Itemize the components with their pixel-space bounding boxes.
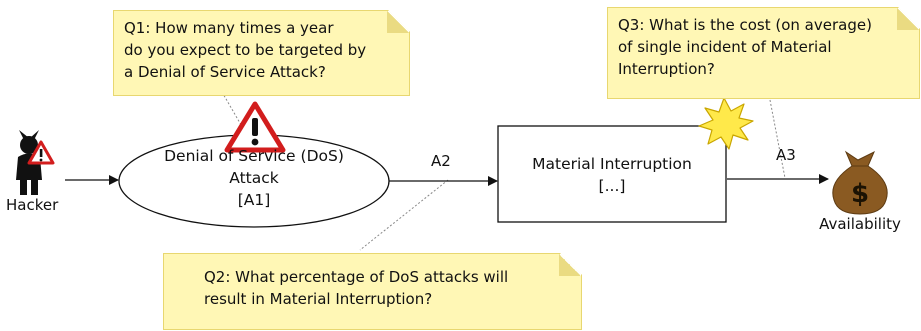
note-q2: Q2: What percentage of DoS attacks will …	[163, 253, 582, 330]
note-q1-text: Q1: How many times a year do you expect …	[124, 19, 367, 81]
q2-connector	[359, 179, 449, 251]
attack-label-line3: [A1]	[237, 191, 271, 209]
edge-label-a2: A2	[431, 152, 451, 170]
attack-node-label: Denial of Service (DoS) Attack [A1]	[118, 145, 390, 211]
note-q3-text: Q3: What is the cost (on average) of sin…	[618, 16, 872, 78]
money-bag-icon: $	[832, 150, 888, 215]
attack-label-line2: Attack	[229, 169, 279, 187]
interruption-label-line2: [...]	[598, 177, 626, 195]
interruption-box[interactable]	[497, 125, 727, 223]
availability-label: Availability	[819, 215, 901, 233]
hacker-icon	[16, 130, 55, 195]
q3-connector	[769, 99, 786, 179]
explosion-burst-icon	[698, 97, 754, 150]
hacker-label: Hacker	[6, 196, 59, 214]
attack-label-line1: Denial of Service (DoS)	[164, 147, 344, 165]
note-q2-text: Q2: What percentage of DoS attacks will …	[204, 268, 509, 308]
edge-label-a3: A3	[776, 146, 796, 164]
warning-triangle-icon	[224, 101, 286, 153]
note-q3: Q3: What is the cost (on average) of sin…	[607, 7, 920, 99]
interruption-label-line1: Material Interruption	[532, 155, 692, 173]
note-q1: Q1: How many times a year do you expect …	[113, 10, 410, 96]
interruption-node-label: Material Interruption [...]	[498, 153, 726, 197]
money-bag-symbol: $	[851, 179, 869, 209]
